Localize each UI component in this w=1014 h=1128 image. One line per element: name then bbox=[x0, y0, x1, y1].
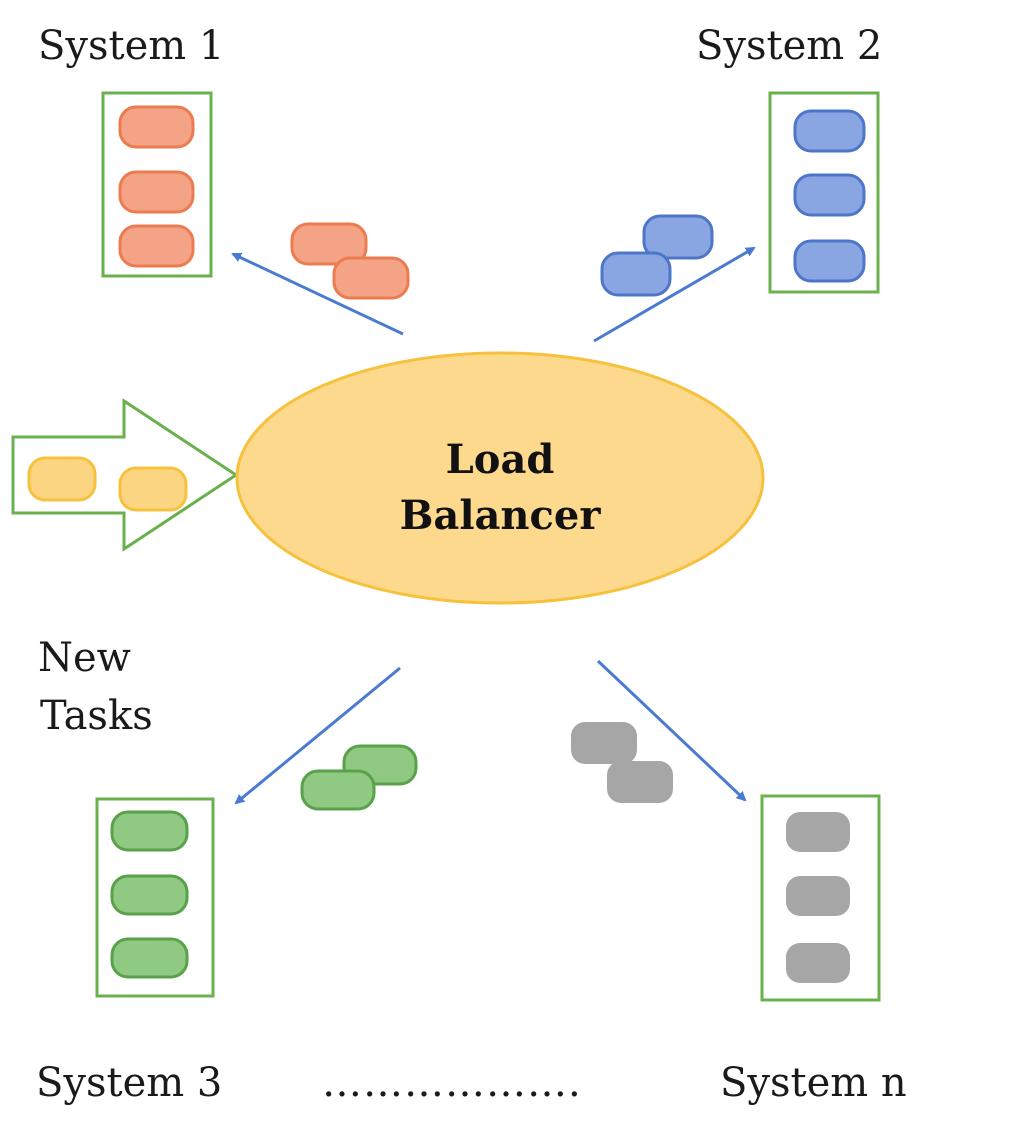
transit-task-system1 bbox=[290, 222, 368, 266]
new-tasks-label-line1: New bbox=[38, 635, 131, 681]
arrow-to-system1 bbox=[231, 252, 404, 336]
new-tasks-label-line2: Tasks bbox=[40, 693, 153, 739]
system3-task bbox=[110, 810, 189, 852]
arrow-to-system3 bbox=[234, 666, 401, 805]
systemn-label: System n bbox=[720, 1060, 907, 1106]
new-task bbox=[27, 456, 97, 502]
ellipsis-dots: ………………. bbox=[322, 1060, 582, 1106]
system2-task bbox=[793, 239, 866, 283]
systemn-task bbox=[786, 943, 850, 983]
transit-task-system1 bbox=[332, 256, 410, 300]
transit-task-system2 bbox=[600, 251, 672, 297]
arrow-to-systemn bbox=[596, 659, 747, 802]
system3-task bbox=[110, 937, 189, 979]
systemn-task bbox=[786, 812, 850, 852]
system3-label: System 3 bbox=[36, 1060, 223, 1106]
system1-task bbox=[118, 170, 195, 214]
new-task bbox=[118, 466, 188, 512]
transit-task-systemn bbox=[571, 722, 637, 764]
transit-task-system2 bbox=[642, 214, 714, 260]
system1-label: System 1 bbox=[38, 23, 225, 69]
load-balancer-label: Load Balancer bbox=[235, 432, 765, 544]
system2-task bbox=[793, 173, 866, 217]
system1-task bbox=[118, 105, 195, 149]
system2-task bbox=[793, 109, 866, 153]
system2-label: System 2 bbox=[696, 23, 883, 69]
arrow-to-system2 bbox=[593, 246, 756, 343]
transit-task-system3 bbox=[300, 769, 376, 811]
transit-task-systemn bbox=[607, 761, 673, 803]
system3-task bbox=[110, 874, 189, 916]
load-balancer-ellipse bbox=[235, 351, 765, 605]
system1-task bbox=[118, 224, 195, 268]
load-balancer-line1: Load bbox=[445, 436, 555, 483]
load-balancer-line2: Balancer bbox=[399, 492, 601, 539]
systemn-task bbox=[786, 876, 850, 916]
